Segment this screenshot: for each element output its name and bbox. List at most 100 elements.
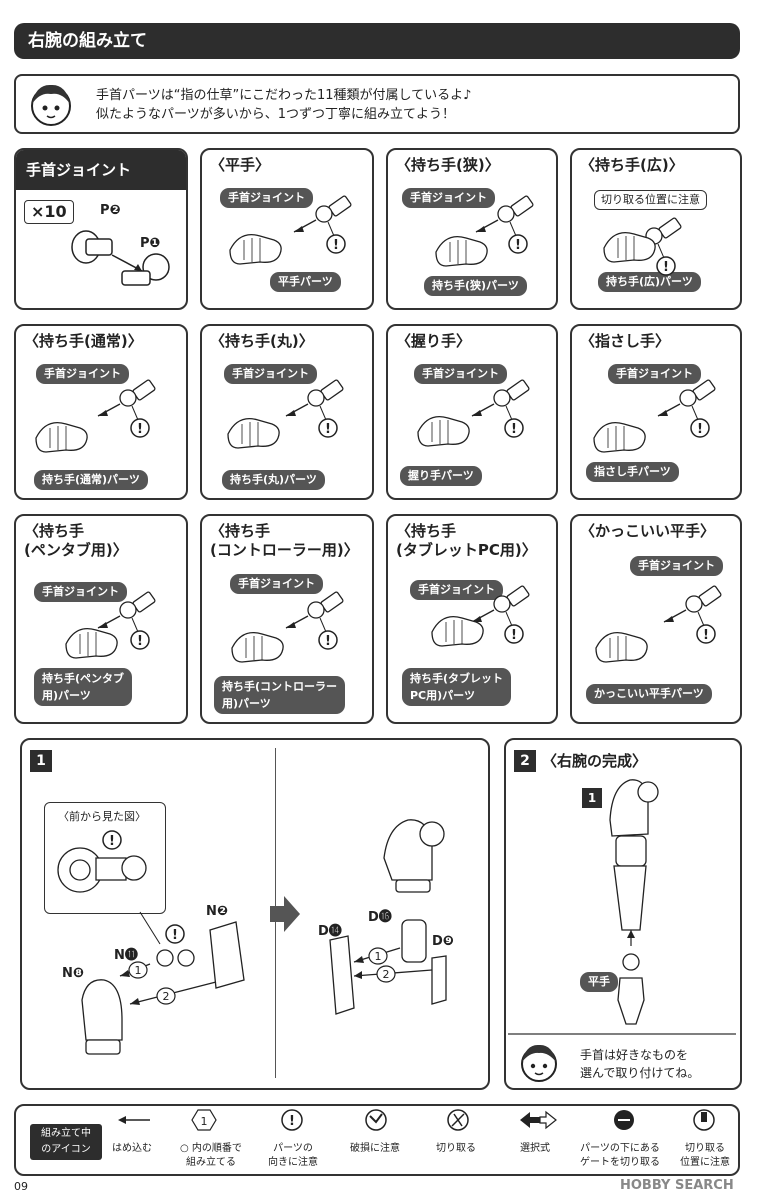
hand-label-tag: 平手 [580,972,618,992]
tip-line-1: 手首は好きなものを [580,1048,689,1062]
step-ref-badge: 1 [582,788,602,808]
part-line-2: 用)パーツ [42,689,91,702]
svg-text:1: 1 [201,1115,208,1128]
cut-icon [447,1109,469,1131]
legend-line: 向きに注意 [268,1157,318,1168]
part-name-tag: 指さし手パーツ [586,462,679,482]
label-d14: D⓮ [318,920,342,939]
order-circle-icon: 1 [191,1109,217,1131]
quantity-badge: ×10 [24,200,74,224]
part-line-1: 持ち手(コントローラー [222,680,338,693]
part-name-tag: 持ち手(通常)パーツ [34,470,148,490]
label-d16: D⓰ [368,906,392,925]
wrist-joint-tag: 手首ジョイント [630,556,723,576]
wrist-joint-tag: 手首ジョイント [414,364,507,384]
label-n11-letter: N [114,948,125,963]
label-p2-letter: P [100,203,110,218]
legend-title-2: のアイコン [41,1144,91,1155]
intro-text: 手首パーツは“指の仕草”にこだわった11種類が付属しているよ♪ 似たようなパーツ… [96,86,471,124]
title-line-2: (コントローラー用)〉 [210,541,359,559]
wrist-joint-tag: 手首ジョイント [402,188,495,208]
damage-caution-icon [365,1109,387,1131]
legend-line: ゲートを切り取る [580,1157,660,1168]
panel-title: 〈かっこいい平手〉 [580,522,716,540]
legend-line: 破損に注意 [350,1143,400,1154]
circled-n11: ⓫ [124,948,138,963]
page-number: 09 [14,1180,28,1193]
wrist-joint-tag: 手首ジョイント [224,364,317,384]
panel-title: 〈持ち手(丸)〉 [210,332,314,350]
part-line-1: 持ち手(タブレット [410,672,504,685]
legend-item-insert: はめ込む [112,1142,152,1156]
label-d16-letter: D [368,910,379,925]
part-name-tag: 持ち手(ペンタブ用)パーツ [34,668,133,706]
panel-title: 〈持ち手(狭)〉 [396,156,500,174]
legend-item-gate: パーツの下にあるゲートを切り取る [580,1142,660,1170]
front-view-label: 〈前から見た図〉 [58,810,146,823]
section-title: 右腕の組み立て [14,23,740,59]
panel-title: 〈持ち手(ペンタブ用)〉 [24,522,128,560]
title-line-2: (タブレットPC用)〉 [396,541,537,559]
joint-parts-drawing [71,230,170,286]
wrist-joint-tag: 手首ジョイント [220,188,313,208]
circled-2: ❷ [109,203,121,218]
legend-line: パーツの下にある [580,1143,660,1154]
cut-position-icon [693,1109,715,1131]
label-n2: N❷ [206,904,228,919]
step-2-tip: 手首は好きなものを 選んで取り付けてね。 [580,1046,699,1082]
label-n2-letter: N [206,904,217,919]
character-avatar-icon [31,84,71,126]
legend-line: 選択式 [520,1143,550,1154]
intro-line-2: 似たようなパーツが多いから、1つずつ丁寧に組み立てよう！ [96,107,456,122]
label-n8: N❽ [62,966,84,981]
panel-title: 〈指さし手〉 [580,332,671,350]
wrist-joint-tag: 手首ジョイント [230,574,323,594]
panel-title: 〈持ち手(通常)〉 [24,332,143,350]
circled-d14: ⓮ [328,924,342,939]
legend-item-order: ○ 内の順番で組み立てる [180,1142,242,1170]
legend-line: ○ 内の順番で [180,1143,242,1154]
svg-text:2: 2 [383,968,390,981]
insert-arrow-icon [118,1116,150,1124]
label-p1: P❶ [140,236,161,251]
intro-line-1: 手首パーツは“指の仕草”にこだわった11種類が付属しているよ♪ [96,88,472,103]
legend-item-cut-position: 切り取る位置に注意 [680,1142,730,1170]
part-name-tag: 持ち手(狭)パーツ [424,276,527,296]
svg-text:!: ! [172,928,178,943]
label-p2: P❷ [100,203,121,218]
part-name-tag: 握り手パーツ [400,466,482,486]
circled-d16: ⓰ [378,910,392,925]
legend-line: はめ込む [112,1143,152,1154]
part-name-tag: 持ち手(コントローラー用)パーツ [214,676,346,714]
panel-title: 〈握り手〉 [396,332,472,350]
title-line-1: 〈持ち手 [396,522,457,540]
legend-title-1: 組み立て中 [41,1128,91,1139]
character-avatar-icon [521,1044,557,1082]
select-icon [520,1110,557,1130]
step-1-number: 1 [30,750,52,772]
legend-line: パーツの [273,1143,313,1154]
svg-text:2: 2 [163,990,170,1003]
legend-line: 切り取る [685,1143,725,1154]
intro-box [14,74,740,134]
svg-text:1: 1 [375,950,382,963]
title-line-1: 〈持ち手 [24,522,85,540]
svg-text:1: 1 [135,964,142,977]
title-line-1: 〈持ち手 [210,522,271,540]
wrist-joint-panel: 手首ジョイント [14,148,188,310]
cut-position-note: 切り取る位置に注意 [594,190,707,210]
part-line-1: 持ち手(ペンタブ [42,672,125,685]
svg-text:!: ! [109,834,115,849]
panel-title: 〈持ち手(タブレットPC用)〉 [396,522,537,560]
step-2-number: 2 [514,750,536,772]
panel-title: 〈持ち手(広)〉 [580,156,684,174]
circled-d9: ❾ [442,934,454,949]
part-name-tag: 持ち手(丸)パーツ [222,470,325,490]
front-view-inset [44,802,166,914]
gate-cut-icon [614,1110,634,1130]
svg-text:!: ! [289,1114,295,1129]
step-2-title: 〈右腕の完成〉 [542,752,648,770]
